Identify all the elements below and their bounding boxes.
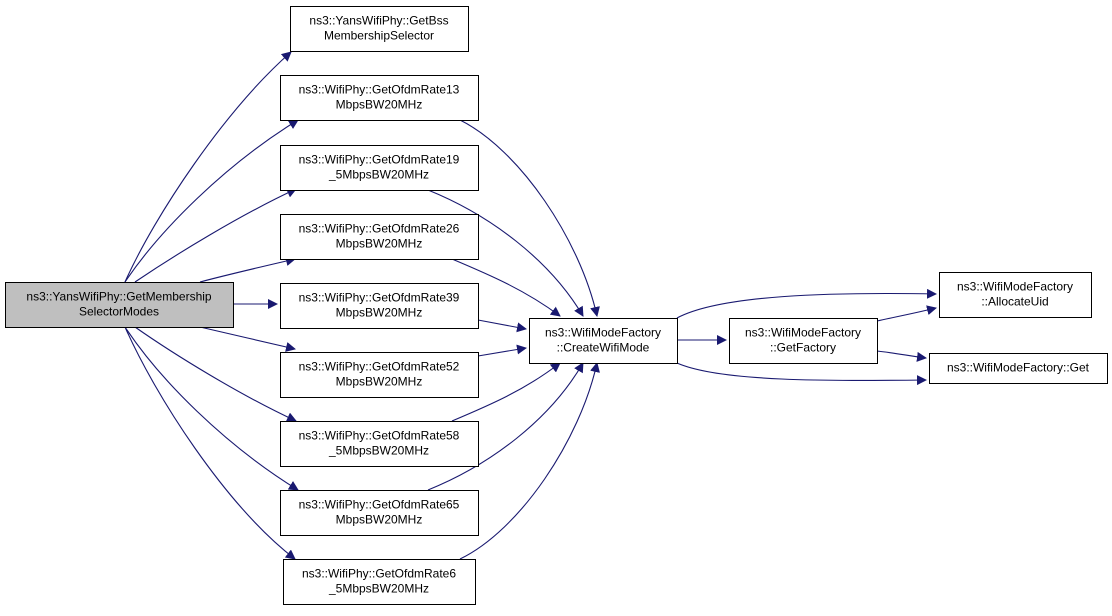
node-box-r6: [283, 559, 476, 605]
node-r19[interactable]: ns3::WifiPhy::GetOfdmRate19_5MbpsBW20MHz: [280, 145, 479, 191]
node-label-r52-line-2: MbpsBW20MHz: [336, 375, 423, 389]
node-getfactory[interactable]: ns3::WifiModeFactory::GetFactory: [729, 318, 878, 364]
node-label-r52-line-1: ns3::WifiPhy::GetOfdmRate52: [299, 360, 460, 374]
node-box-r13: [280, 75, 479, 121]
edge-root-to-r13: [124, 119, 299, 283]
node-box-r19: [280, 145, 479, 191]
node-box-create: [529, 318, 678, 364]
node-label-getfactory-line-2: ::GetFactory: [770, 341, 836, 355]
node-root[interactable]: ns3::YansWifiPhy::GetMembershipSelectorM…: [5, 282, 234, 328]
node-label-root-line-1: ns3::YansWifiPhy::GetMembership: [26, 290, 212, 304]
node-label-r65-line-1: ns3::WifiPhy::GetOfdmRate65: [299, 498, 460, 512]
node-box-r58: [280, 421, 479, 467]
node-label-alloc-line-2: ::AllocateUid: [981, 295, 1048, 309]
node-label-r13-line-1: ns3::WifiPhy::GetOfdmRate13: [299, 83, 460, 97]
node-box-r52: [280, 352, 479, 398]
node-label-r26-line-1: ns3::WifiPhy::GetOfdmRate26: [299, 222, 460, 236]
node-box-get: [929, 353, 1108, 384]
edge-r52-to-create: [477, 344, 527, 357]
node-label-r58-line-2: _5MbpsBW20MHz: [328, 444, 429, 458]
edge-r65-to-create: [427, 362, 584, 491]
node-label-r39-line-2: MbpsBW20MHz: [336, 306, 423, 320]
node-label-r6-line-2: _5MbpsBW20MHz: [328, 582, 429, 596]
node-label-getfactory-line-1: ns3::WifiModeFactory: [745, 326, 861, 340]
node-label-r13-line-2: MbpsBW20MHz: [336, 98, 423, 112]
node-label-create-line-2: ::CreateWifiMode: [557, 341, 650, 355]
edges-layer: [124, 51, 937, 560]
edge-create-to-alloc: [676, 288, 937, 319]
edge-root-to-r58: [134, 326, 297, 422]
edge-r58-to-create: [451, 362, 561, 422]
edge-r26-to-create: [451, 258, 561, 317]
node-box-r39: [280, 283, 479, 329]
edge-root-to-r65: [124, 326, 299, 491]
edge-root-to-r52: [199, 326, 296, 352]
node-box-getfactory: [729, 318, 878, 364]
edge-create-to-get: [676, 362, 927, 386]
node-label-bss-line-2: MembershipSelector: [324, 29, 434, 43]
node-label-r39-line-1: ns3::WifiPhy::GetOfdmRate39: [299, 291, 460, 305]
node-box-alloc: [939, 272, 1092, 318]
node-label-get-line-1: ns3::WifiModeFactory::Get: [947, 361, 1090, 375]
node-label-r58-line-1: ns3::WifiPhy::GetOfdmRate58: [299, 429, 460, 443]
node-box-r65: [280, 490, 479, 536]
edge-getfactory-to-get: [876, 350, 927, 362]
edge-getfactory-to-alloc: [876, 305, 937, 322]
node-create[interactable]: ns3::WifiModeFactory::CreateWifiMode: [529, 318, 678, 364]
node-alloc[interactable]: ns3::WifiModeFactory::AllocateUid: [939, 272, 1092, 318]
node-label-r19-line-2: _5MbpsBW20MHz: [328, 168, 429, 182]
edge-r13-to-create: [459, 119, 600, 317]
node-box-bss: [290, 6, 469, 52]
node-box-root: [5, 282, 234, 328]
edge-root-to-r19: [134, 188, 297, 283]
nodes-layer: ns3::YansWifiPhy::GetMembershipSelectorM…: [5, 6, 1108, 605]
node-label-alloc-line-1: ns3::WifiModeFactory: [957, 280, 1073, 294]
edge-r6-to-create: [459, 362, 600, 560]
node-label-bss-line-1: ns3::YansWifiPhy::GetBss: [309, 14, 448, 28]
node-label-root-line-2: SelectorModes: [79, 305, 159, 319]
node-get[interactable]: ns3::WifiModeFactory::Get: [929, 353, 1108, 384]
node-r6[interactable]: ns3::WifiPhy::GetOfdmRate6_5MbpsBW20MHz: [283, 559, 476, 605]
node-bss[interactable]: ns3::YansWifiPhy::GetBssMembershipSelect…: [290, 6, 469, 52]
edge-root-to-r26: [199, 256, 296, 283]
edge-root-to-r6: [124, 326, 296, 560]
node-label-r65-line-2: MbpsBW20MHz: [336, 513, 423, 527]
node-label-r19-line-1: ns3::WifiPhy::GetOfdmRate19: [299, 153, 460, 167]
edge-root-to-bss: [124, 51, 292, 283]
node-label-r6-line-1: ns3::WifiPhy::GetOfdmRate6: [302, 567, 456, 581]
node-r58[interactable]: ns3::WifiPhy::GetOfdmRate58_5MbpsBW20MHz: [280, 421, 479, 467]
node-label-create-line-1: ns3::WifiModeFactory: [545, 326, 661, 340]
edge-r39-to-create: [477, 319, 527, 333]
edge-r19-to-create: [427, 189, 584, 317]
node-label-r26-line-2: MbpsBW20MHz: [336, 237, 423, 251]
node-box-r26: [280, 214, 479, 260]
